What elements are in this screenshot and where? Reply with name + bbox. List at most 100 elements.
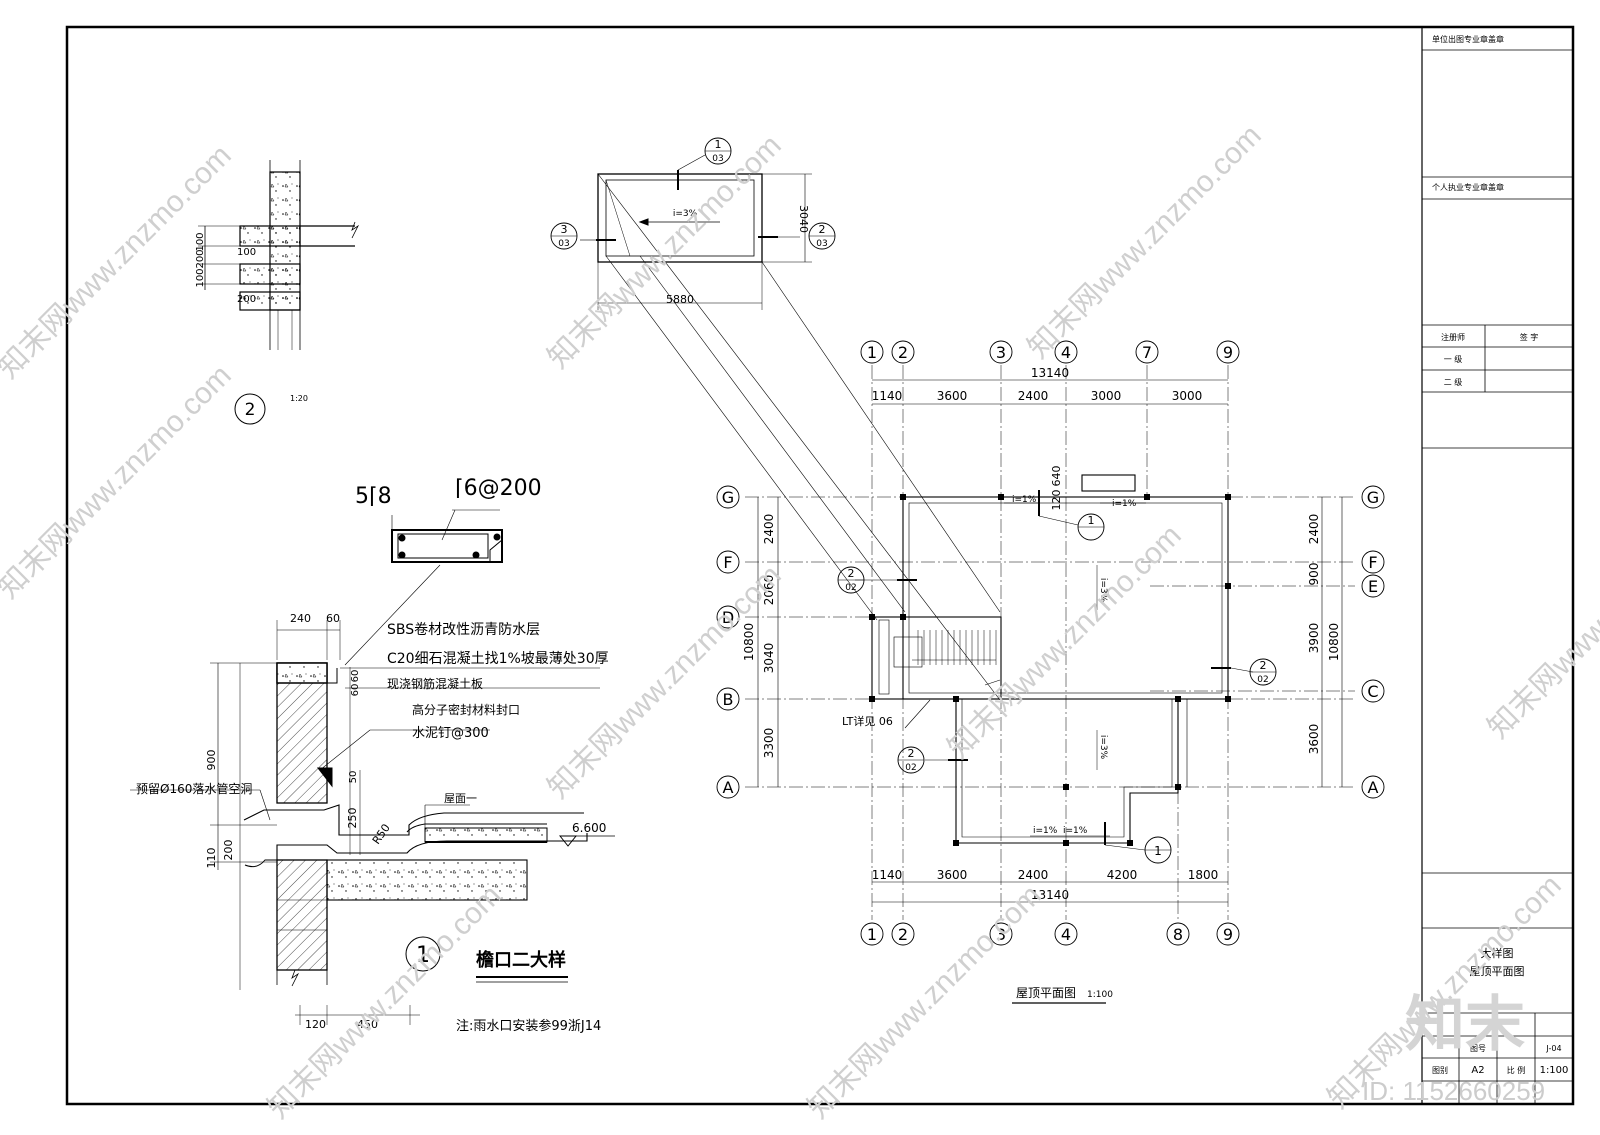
stamp-personal-label: 个人执业专业章盖章	[1432, 182, 1504, 192]
top-dim-4: 3000	[1091, 389, 1122, 403]
seal-label: 高分子密封材料封口	[412, 702, 520, 717]
nail-label: 水泥钉@300	[412, 726, 489, 741]
slope-bottom-left: i=1%	[1033, 826, 1058, 836]
left-axis-bubble-D: D	[722, 608, 734, 627]
detail-2-dim-b: 200	[195, 249, 206, 268]
right-axis-bubble-E: E	[1368, 577, 1378, 596]
scale-value: 1:100	[1540, 1065, 1569, 1076]
dim-250: 250	[346, 808, 359, 829]
left-axis-bubble-G-circle	[716, 485, 740, 509]
roof-label: 屋面一	[444, 792, 477, 805]
dim-60-top: 60	[326, 612, 340, 625]
top-axis-bubble-7-circle	[1135, 340, 1159, 364]
left-axis-bubble-A-circle	[716, 775, 740, 799]
sheet-border	[65, 25, 1575, 1106]
top-axis-bubble-1-circle	[860, 340, 884, 364]
right-axis-bubble-E-circle	[1361, 574, 1385, 598]
top-axis-bubble-3-circle	[989, 340, 1013, 364]
detail-1-circle-num: 1	[416, 943, 430, 968]
box-slope: i=3%	[673, 209, 698, 219]
dim-200: 200	[222, 840, 235, 861]
right-dim-1: 2400	[1307, 514, 1321, 545]
rebar-stirrup-label: ⌈6@200	[455, 476, 542, 501]
plan-sec-c-num: 2	[1260, 659, 1267, 672]
detail-2-dim-e: 200	[237, 294, 256, 305]
box-sec1-num: 1	[715, 138, 722, 151]
bottom-dim-2: 3600	[937, 868, 968, 882]
detail-box-labels: 5880 3040 i=3% 1 03 3 03 2 03	[558, 138, 827, 306]
watermark-text-5: 知末网www.znzmo.com	[1022, 119, 1268, 365]
bottom-axis-bubble-2-circle	[891, 922, 915, 946]
box-sec2-sheet: 03	[816, 239, 827, 249]
detail-1	[130, 509, 615, 1025]
top-axis-bubble-3: 3	[996, 343, 1006, 362]
right-axis-bubble-G-circle	[1361, 485, 1385, 509]
detail-2-dim-c: 100	[195, 268, 206, 287]
plan-sec-b-num: 2	[848, 567, 855, 580]
dim-900: 900	[205, 750, 218, 771]
bottom-axis-bubble-1: 1	[867, 925, 877, 944]
right-dim-4: 3600	[1307, 724, 1321, 755]
detail-2-scale: 1:20	[290, 394, 308, 403]
left-total-dim: 10800	[742, 623, 756, 661]
rebar-main-label: 5⌈8	[355, 484, 392, 509]
top-total-dim: 13140	[1031, 366, 1069, 380]
level-1-label: 一 级	[1444, 354, 1463, 364]
layer-2-label: C20细石混凝土找1%坡最薄处30厚	[387, 651, 609, 667]
box-sec3-num: 3	[561, 223, 568, 236]
dim-60-a: 60	[350, 670, 361, 683]
detail-2	[198, 160, 360, 425]
roof-plan-labels: 13140 1140 3600 2400 3000 3000 1140 3600…	[742, 366, 1341, 1000]
detail-box	[550, 137, 1001, 701]
bottom-dim-4: 4200	[1107, 868, 1138, 882]
bottom-total-dim: 13140	[1031, 888, 1069, 902]
right-axis-bubble-F-circle	[1361, 550, 1385, 574]
detail-2-dim-a: 100	[195, 232, 206, 251]
plan-sec-b-sheet: 02	[845, 583, 856, 593]
box-height-dim: 3040	[797, 205, 810, 233]
bottom-dim-3: 2400	[1018, 868, 1049, 882]
bottom-axis-bubble-1-circle	[860, 922, 884, 946]
dim-120: 120	[1050, 490, 1063, 511]
bottom-axis-bubble-8-circle	[1166, 922, 1190, 946]
top-axis-bubble-7: 7	[1142, 343, 1152, 362]
layer-3-label: 现浇钢筋混凝土板	[387, 676, 483, 691]
left-axis-bubble-F-circle	[716, 550, 740, 574]
slope-top-left: i=1%	[1012, 495, 1037, 505]
bottom-dim-5: 1800	[1188, 868, 1219, 882]
elevation-label: 6.600	[572, 821, 606, 835]
slope-bottom-right: i=1%	[1063, 826, 1088, 836]
plan-sec-c-sheet: 02	[1257, 675, 1268, 685]
bottom-axis-bubble-3-circle	[989, 922, 1013, 946]
scale-label: 比 例	[1507, 1065, 1526, 1075]
top-axis-bubble-9-circle	[1216, 340, 1240, 364]
watermark-text-3: 知末网www.znzmo.com	[542, 129, 788, 375]
dim-110: 110	[205, 848, 218, 869]
left-axis-bubble-F: F	[723, 553, 732, 572]
right-dim-3: 3900	[1307, 623, 1321, 654]
left-dim-1: 2400	[762, 514, 776, 545]
detail-1-title: 檐口二大样	[476, 949, 566, 971]
plan-sec-d-sheet: 02	[905, 763, 916, 773]
watermark-id: ID: 1152660259	[1362, 1076, 1545, 1106]
detail-2-labels: 2 1:20 100 200 100 100 200	[195, 232, 308, 420]
box-sec2-num: 2	[819, 223, 826, 236]
pipe-label: 预留Ø160落水管空洞	[136, 781, 252, 796]
right-axis-bubble-F: F	[1368, 553, 1377, 572]
roof-plan-columns	[869, 494, 1231, 846]
drawing-title-1: 大样图	[1481, 946, 1514, 960]
lt-note: LT详见 06	[842, 714, 893, 728]
top-axis-bubble-4-circle	[1054, 340, 1078, 364]
top-axis-bubble-4: 4	[1061, 343, 1071, 362]
dim-240: 240	[290, 612, 311, 625]
watermark-text-4: 知末网www.znzmo.com	[542, 559, 788, 805]
dim-50: 50	[348, 771, 359, 784]
radius-label: R50	[370, 822, 393, 847]
left-axis-bubble-D-circle	[716, 605, 740, 629]
plan-sec-a-num: 1	[1088, 514, 1095, 527]
top-dim-2: 3600	[937, 389, 968, 403]
sign-header: 签 字	[1520, 332, 1539, 342]
